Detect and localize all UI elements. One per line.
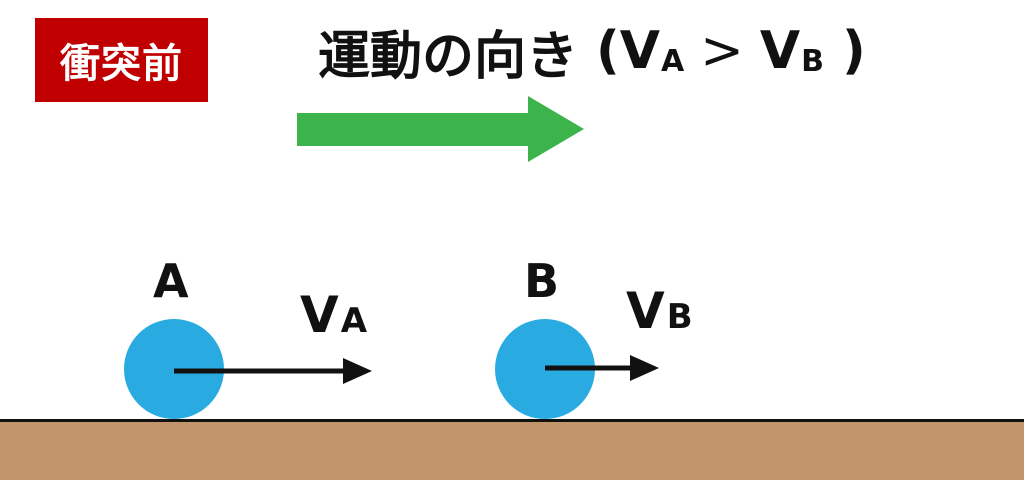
velocity-b-label: VB [626, 282, 693, 340]
before-collision-badge: 衝突前 [35, 18, 208, 102]
title-close-paren: ) [841, 21, 866, 81]
title-sub-a: A [661, 43, 685, 79]
ball-b-label: B [524, 254, 560, 308]
title-main: 運動の向き [318, 26, 579, 87]
velocity-b-symbol: V [626, 282, 665, 340]
velocity-arrow-a-head [343, 358, 372, 384]
velocity-arrow-b-head [630, 355, 659, 381]
velocity-a-symbol: V [300, 286, 339, 344]
direction-arrow [297, 96, 584, 162]
title-v-a: V [619, 21, 661, 81]
title-sub-b: B [801, 43, 824, 79]
ground [0, 419, 1024, 480]
velocity-a-label: VA [300, 286, 367, 344]
badge-text: 衝突前 [60, 41, 183, 87]
velocity-a-sub: A [340, 301, 368, 341]
velocity-b-sub: B [666, 297, 693, 337]
ball-a-label: A [153, 254, 189, 308]
title-open-paren: ( [596, 21, 620, 81]
title-v-b: V [759, 21, 801, 81]
title-greater-than: > [700, 21, 744, 81]
